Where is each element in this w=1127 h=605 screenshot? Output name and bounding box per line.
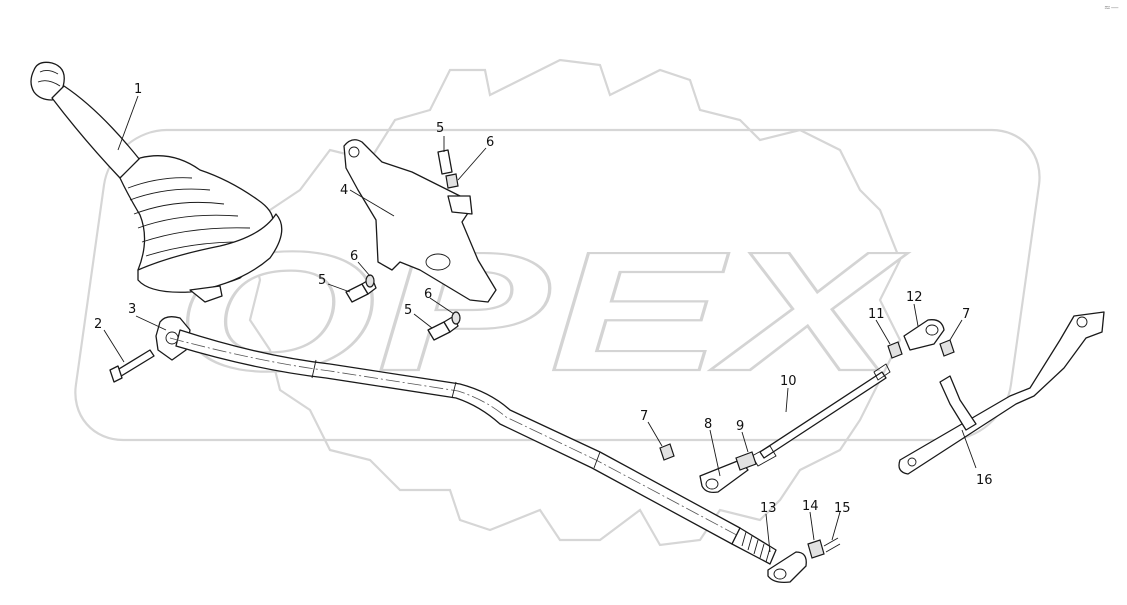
callout-2: 2 [94, 317, 102, 332]
callout-6-left: 6 [350, 249, 358, 264]
callout-5-left: 5 [318, 273, 326, 288]
shift-rod-threaded-end [731, 527, 777, 565]
callout-14: 14 [802, 499, 819, 514]
gear-lever-boot-flange [137, 213, 283, 293]
callout-9: 9 [736, 419, 744, 434]
callout-6-right: 6 [424, 287, 432, 302]
callout-7-right: 7 [962, 307, 970, 322]
callout-12: 12 [906, 290, 923, 305]
corner-mark: ≈— [1104, 3, 1119, 12]
callout-10: 10 [780, 374, 797, 389]
leader-lines [103, 95, 977, 553]
callout-16: 16 [976, 473, 993, 488]
callout-15: 15 [834, 501, 851, 516]
gear-lever-assembly [30, 61, 283, 303]
watermark-text: OPEX [175, 217, 908, 407]
callout-5-right: 5 [404, 303, 412, 318]
callout-1: 1 [134, 82, 142, 97]
lever-clamp [155, 316, 191, 361]
callout-3: 3 [128, 302, 136, 317]
bracket-tab [447, 195, 473, 215]
callout-13: 13 [760, 501, 777, 516]
cotter-pin [823, 537, 841, 553]
bracket-bolt-left [345, 274, 377, 303]
callout-6-top: 6 [486, 135, 494, 150]
callout-labels: 1 2 3 4 5 5 5 6 6 6 7 7 8 9 10 11 12 13 … [94, 82, 993, 516]
support-bracket [898, 311, 1105, 475]
lower-nut [807, 539, 825, 559]
callout-4: 4 [340, 183, 348, 198]
bracket-bolt-right [427, 311, 461, 341]
lever-bracket [343, 139, 497, 303]
callout-7-left: 7 [640, 409, 648, 424]
lower-rod-end [767, 551, 807, 584]
rod-end-left [699, 451, 757, 494]
callout-8: 8 [704, 417, 712, 432]
rod-end-right [887, 319, 945, 359]
shift-rod [169, 329, 777, 565]
opex-watermark-logo: OPEX [74, 58, 1041, 547]
gear-lever-shaft [51, 85, 141, 179]
callout-5-top: 5 [436, 121, 444, 136]
callout-11: 11 [868, 307, 885, 322]
clamp-bolt [109, 349, 155, 383]
nut-left [659, 443, 675, 461]
gear-lever-base [189, 285, 223, 303]
tie-rod [751, 363, 891, 467]
nut-right [939, 339, 955, 357]
bracket-bolt-top [437, 149, 459, 189]
